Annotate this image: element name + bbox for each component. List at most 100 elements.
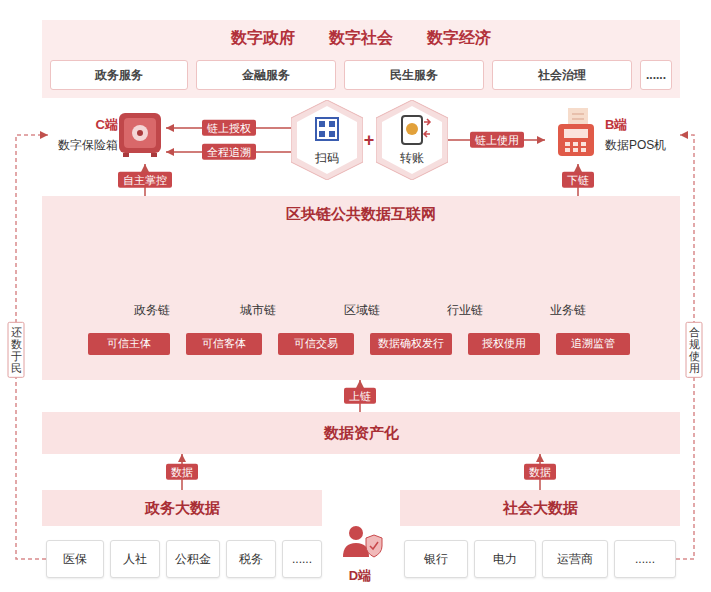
- sub-node: 民生服务: [344, 60, 484, 90]
- bottom-node: ......: [282, 540, 322, 578]
- cnode-node: C端数字保险箱: [48, 106, 166, 164]
- node-text: 数据资产化: [324, 424, 399, 443]
- hex-outer: [376, 100, 448, 180]
- red-node: 授权使用: [468, 333, 540, 355]
- hex-inner: [297, 106, 357, 174]
- hex-icon: [316, 118, 338, 140]
- node-text: 金融服务: [242, 68, 290, 83]
- red-node: 可信主体: [88, 333, 170, 355]
- transfer-arrows: [424, 119, 430, 137]
- sub-node: 金融服务: [196, 60, 336, 90]
- edge-label: 链上使用: [470, 132, 524, 148]
- edge-label: 全程追溯: [202, 144, 256, 160]
- hex-node: 转账: [376, 100, 448, 180]
- bottom-node: 医保: [46, 540, 104, 578]
- node-text: 转账: [400, 151, 424, 166]
- node-text: 政务服务: [95, 68, 143, 83]
- qr-cell: [329, 121, 335, 127]
- red-node: 可信交易: [278, 333, 354, 355]
- hex-icon: [402, 116, 430, 144]
- midband-node: 数据资产化: [42, 412, 680, 454]
- red-node: 可信客体: [186, 333, 262, 355]
- node-text: B端: [605, 117, 627, 133]
- hexagon-shape: [376, 100, 448, 180]
- heading-row: 数字政府 数字社会 数字经济: [231, 20, 491, 48]
- edge-label: 上链: [344, 388, 376, 404]
- red-node: 追溯监管: [556, 333, 630, 355]
- node-text: 数字经济: [427, 28, 491, 48]
- bottom-node: 运营商: [542, 540, 608, 578]
- srcband-node: 社会大数据: [400, 490, 680, 526]
- node-text: 社会大数据: [503, 499, 578, 518]
- sub-node: ......: [640, 60, 672, 90]
- pos-icon: [558, 108, 594, 156]
- node-text: ......: [646, 68, 666, 83]
- node-text: 电力: [493, 552, 517, 567]
- qr-frame: [316, 118, 338, 140]
- node-text: 运营商: [557, 552, 593, 567]
- edge-label: 合规使用: [686, 322, 703, 378]
- node-text: 银行: [424, 552, 448, 567]
- node-text: 授权使用: [482, 337, 526, 351]
- hex-inner: [382, 106, 442, 174]
- bottom-node: 人社: [110, 540, 160, 578]
- bnode-node: B端数据POS机: [545, 106, 680, 164]
- bottom-node: 税务: [226, 540, 276, 578]
- node-text: 可信客体: [202, 337, 246, 351]
- chain-node: 政务链: [122, 256, 182, 320]
- node-text: 可信交易: [294, 337, 338, 351]
- bottom-node: ......: [614, 540, 676, 578]
- edge-label: 自主掌控: [118, 172, 172, 188]
- bottom-node: 电力: [474, 540, 536, 578]
- node-text: 追溯监管: [571, 337, 615, 351]
- node-text: 区块链公共数据互联网: [286, 205, 436, 224]
- node-text: ......: [635, 552, 655, 567]
- sub-node: 社会治理: [492, 60, 632, 90]
- chain-node: 业务链: [538, 256, 598, 320]
- node-text: 公积金: [175, 552, 211, 567]
- node-text: 城市链: [240, 303, 276, 318]
- node-text: 社会治理: [538, 68, 586, 83]
- node-text: 业务链: [550, 303, 586, 318]
- safe-icon: [119, 113, 161, 157]
- qr-cell: [319, 121, 325, 127]
- band-node: 数字政府 数字社会 数字经济政务服务 金融服务 民生服务 社会治理......: [42, 20, 680, 98]
- node-text: 区域链: [344, 303, 380, 318]
- node-text: 行业链: [447, 303, 483, 318]
- hex-node: 扫码: [291, 100, 363, 180]
- node-text: 数据确权发行: [378, 337, 444, 351]
- node-text: D端: [349, 568, 371, 584]
- edge-label: 下链: [562, 172, 594, 188]
- node-text: 扫码: [315, 151, 339, 166]
- bigband-node: 区块链公共数据互联网政务链 城市链 区域链 行业链 业务链可信主体 可信客体 可信交易 数据确…: [42, 196, 680, 380]
- bottom-node: 银行: [404, 540, 468, 578]
- red-node: 数据确权发行: [370, 333, 452, 355]
- node-text: 可信主体: [107, 337, 151, 351]
- node-text: 人社: [123, 552, 147, 567]
- hex-outer: [291, 100, 363, 180]
- qr-cell: [319, 131, 325, 137]
- hexagon-shape: [291, 100, 363, 180]
- person-icon: [343, 526, 382, 557]
- node-text: C端: [96, 117, 118, 133]
- node-text: 数字保险箱: [58, 138, 118, 153]
- node-text: 数据POS机: [605, 138, 666, 153]
- chain-node: 行业链: [435, 256, 495, 320]
- node-text: 民生服务: [390, 68, 438, 83]
- node-text: 政务大数据: [145, 499, 220, 518]
- qr-cell: [329, 131, 335, 137]
- node-text: 数字社会: [329, 28, 393, 48]
- plus-sign: +: [364, 131, 375, 149]
- srcband-node: 政务大数据: [42, 490, 322, 526]
- edge-label: 数据: [166, 464, 198, 480]
- phone-shape: [402, 116, 422, 144]
- dnode-node: D端: [332, 520, 388, 586]
- node-text: 政务链: [134, 303, 170, 318]
- node-text: 数字政府: [231, 28, 295, 48]
- edge-label: 链上授权: [202, 120, 256, 136]
- coin-shape: [406, 123, 418, 135]
- edge-label: 还数于民: [8, 322, 25, 378]
- node-text: 医保: [63, 552, 87, 567]
- node-text: 税务: [239, 552, 263, 567]
- edge-label: 数据: [524, 464, 556, 480]
